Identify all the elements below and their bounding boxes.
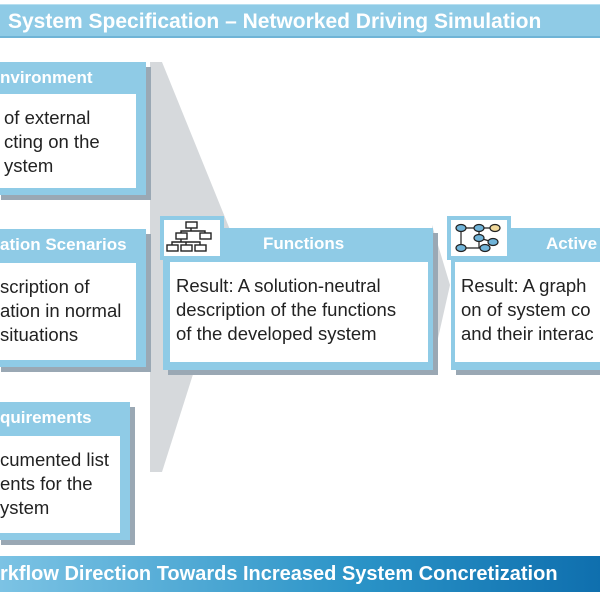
box-body: cumented list ents for the ystem <box>0 436 120 533</box>
body-line: of external <box>4 107 91 128</box>
body-line: cumented list <box>0 449 109 470</box>
body-line: ents for the <box>0 473 93 494</box>
body-line: on of system co <box>461 299 591 320</box>
environment-box: nvironment of external cting on the yste… <box>0 62 146 195</box>
box-header: Functions <box>263 234 345 253</box>
body-line: ystem <box>0 497 50 518</box>
page-title: System Specification – Networked Driving… <box>0 4 600 38</box>
box-header: quirements <box>0 408 92 427</box>
body-line: situations <box>0 324 79 345</box>
requirements-box: quirements cumented list ents for the ys… <box>0 402 130 540</box>
box-body: Result: A solution-neutral description o… <box>170 262 428 362</box>
body-line: ation in normal <box>0 300 122 321</box>
box-body: Result: A graph on of system co and thei… <box>455 262 600 362</box>
body-line: ystem <box>4 155 54 176</box>
body-line: Result: A graph <box>461 275 587 296</box>
workflow-direction-banner: rkflow Direction Towards Increased Syste… <box>0 556 600 592</box>
body-line: of the developed system <box>176 323 377 344</box>
application-scenarios-box: ation Scenarios scription of ation in no… <box>0 229 146 367</box>
box-header: nvironment <box>0 68 93 87</box>
box-header: ation Scenarios <box>0 235 127 254</box>
gray-wedge-arrow-2 <box>432 225 450 365</box>
box-body: scription of ation in normal situations <box>0 263 136 360</box>
body-line: Result: A solution-neutral <box>176 275 381 296</box>
box-header: Active <box>546 234 598 253</box>
hierarchy-icon <box>160 216 224 260</box>
body-line: and their interac <box>461 323 594 344</box>
box-body: of external cting on the ystem <box>0 94 136 188</box>
body-line: cting on the <box>4 131 100 152</box>
body-line: scription of <box>0 276 90 297</box>
graph-network-icon <box>447 216 511 260</box>
body-line: description of the functions <box>176 299 397 320</box>
